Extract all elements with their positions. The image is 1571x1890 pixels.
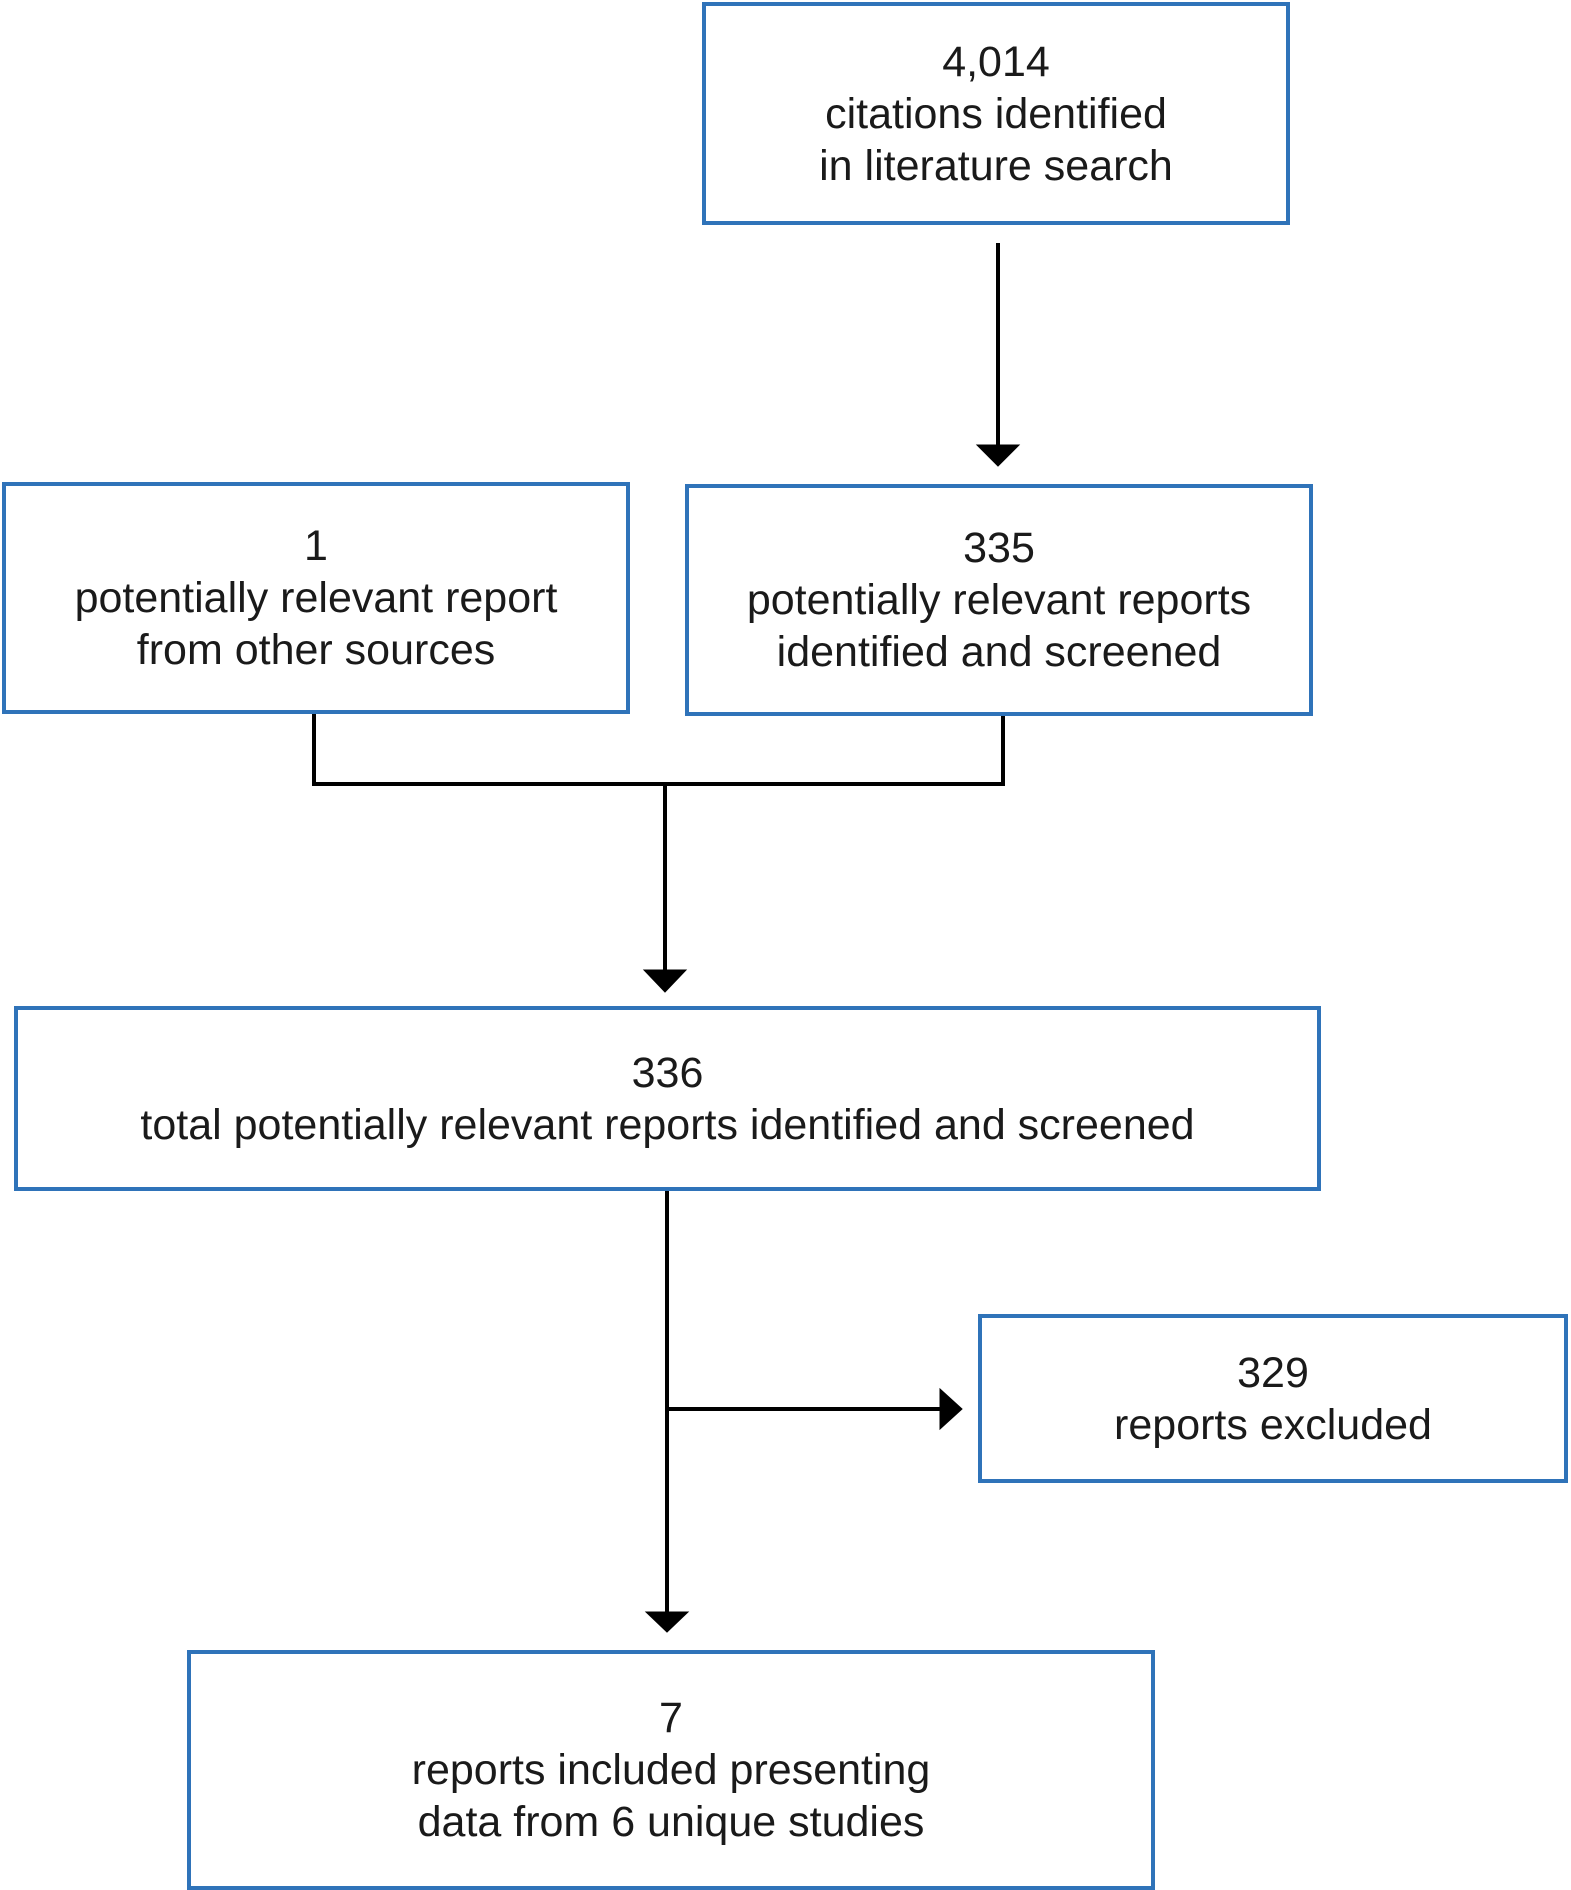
arrowhead-to-total xyxy=(642,969,688,993)
excluded-reports-box: 329 reports excluded xyxy=(978,1314,1568,1483)
total-label: total potentially relevant reports ident… xyxy=(140,1100,1195,1149)
citations-identified-box: 4,014 citations identified in literature… xyxy=(702,2,1290,225)
screened-label-line2: identified and screened xyxy=(776,628,1222,676)
total-count: 336 xyxy=(631,1048,704,1097)
included-reports-box: 7 reports included presenting data from … xyxy=(187,1650,1155,1890)
other-sources-label-line1: potentially relevant report xyxy=(74,574,558,622)
arrowhead-to-screened xyxy=(975,444,1021,467)
excluded-count: 329 xyxy=(1237,1348,1309,1397)
citations-label-line1: citations identified xyxy=(825,89,1167,138)
arrowhead-to-excluded xyxy=(939,1387,963,1431)
citations-count: 4,014 xyxy=(942,37,1050,86)
arrowhead-to-included xyxy=(644,1611,690,1633)
included-label-line2: data from 6 unique studies xyxy=(417,1798,925,1846)
other-sources-box: 1 potentially relevant report from other… xyxy=(2,482,630,714)
excluded-label: reports excluded xyxy=(1114,1400,1432,1449)
screened-reports-box: 335 potentially relevant reports identif… xyxy=(685,484,1313,716)
included-count: 7 xyxy=(659,1694,683,1742)
other-sources-label-line2: from other sources xyxy=(136,626,496,674)
screened-label-line1: potentially relevant reports xyxy=(746,576,1252,624)
other-sources-count: 1 xyxy=(304,522,328,570)
included-label-line1: reports included presenting xyxy=(411,1746,931,1794)
citations-label-line2: in literature search xyxy=(819,141,1173,190)
total-reports-box: 336 total potentially relevant reports i… xyxy=(14,1006,1321,1191)
screened-count: 335 xyxy=(963,524,1035,572)
